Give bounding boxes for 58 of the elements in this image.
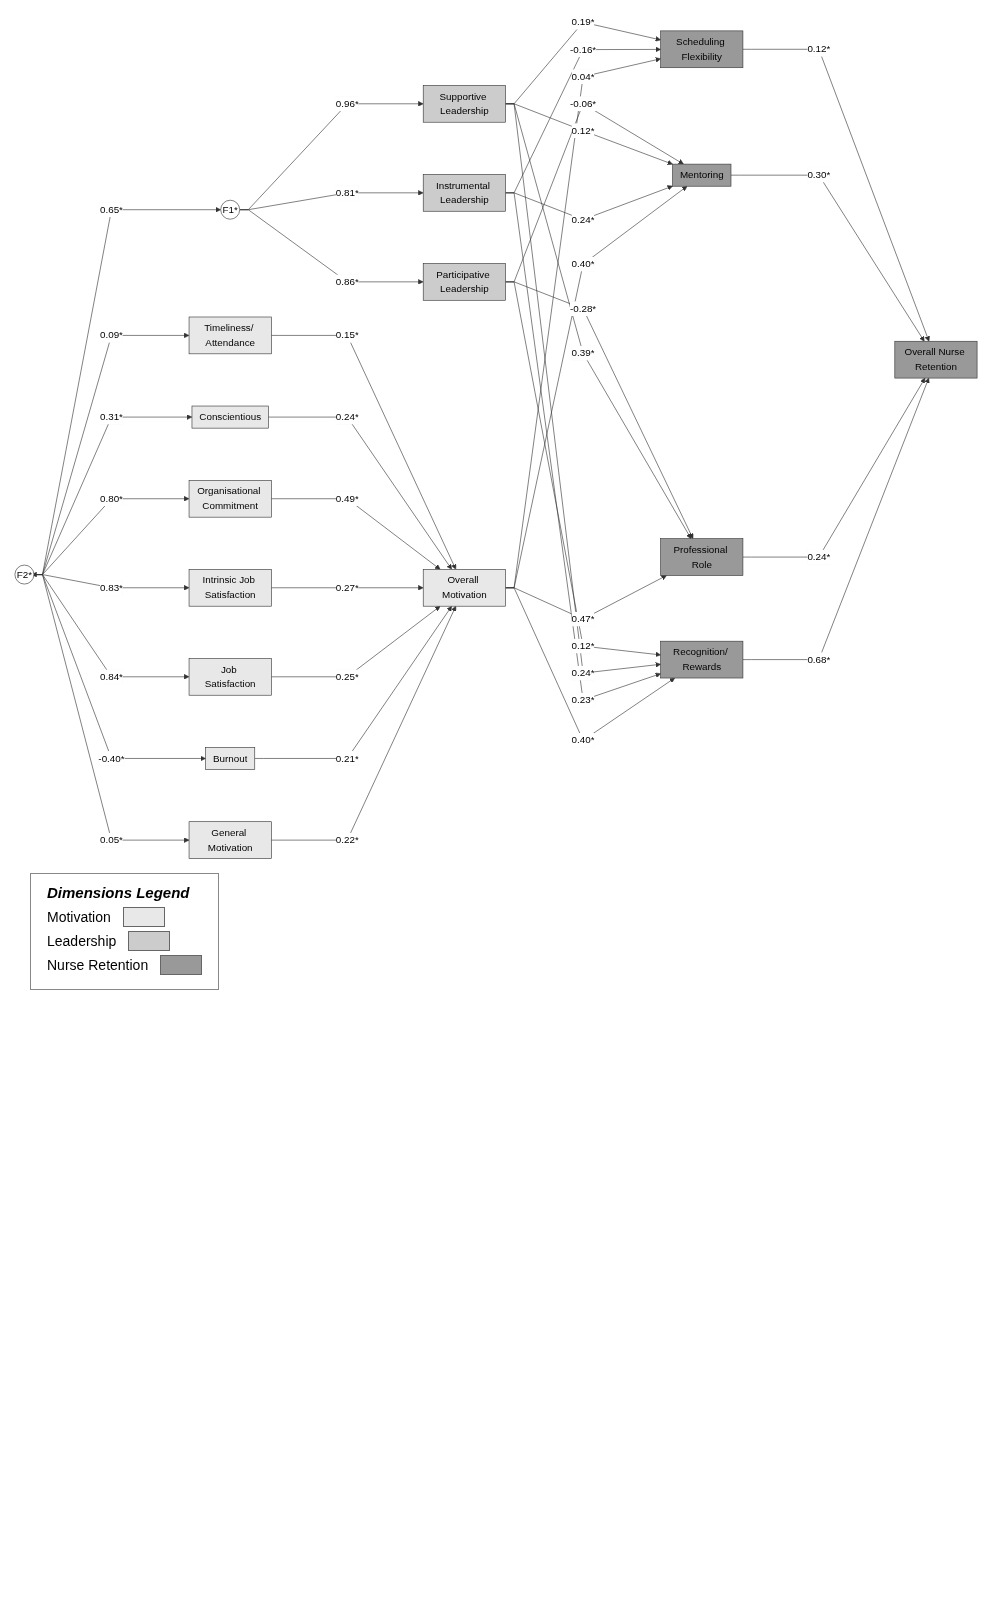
edge-label: 0.40* <box>571 258 595 270</box>
edge-label: 0.25* <box>335 671 359 682</box>
edge-label: 0.81* <box>335 187 359 198</box>
legend-label: Motivation <box>47 909 111 926</box>
edge-label: 0.15* <box>335 329 359 341</box>
node-box: Burnout <box>205 747 256 770</box>
edge-label: 0.12* <box>571 125 595 136</box>
legend-label: Leadership <box>47 933 117 950</box>
edge-label: 0.80* <box>100 493 123 504</box>
edge-label: 0.40* <box>571 734 595 746</box>
edge-label: -0.16* <box>569 44 597 55</box>
edge-label: 0.27* <box>335 582 359 593</box>
node-box: Scheduling Flexibility <box>660 30 744 69</box>
edge-label: 0.47* <box>571 613 595 624</box>
edge-label: 0.49* <box>335 493 359 504</box>
legend-title: Dimensions Legend <box>47 884 191 902</box>
node-box: Mentoring <box>672 163 732 187</box>
edge-label: 0.96* <box>335 98 359 109</box>
node-box: Intrinsic Job Satisfaction <box>188 569 272 607</box>
edge-label: 0.05* <box>100 834 123 846</box>
edge-label: 0.65* <box>100 204 123 215</box>
edge-label: 0.21* <box>335 752 359 764</box>
edge-label: 0.19* <box>571 16 595 28</box>
edge-label: 0.24* <box>335 411 359 422</box>
edge-label: 0.24* <box>807 551 831 562</box>
edge-label: 0.83* <box>100 582 123 593</box>
edge-label: -0.40* <box>98 752 125 764</box>
node-box: Participative Leadership <box>422 263 506 301</box>
edge-label: 0.12* <box>571 640 595 652</box>
node-box: Recognition/ Rewards <box>660 640 744 679</box>
node-box: Timeliness/ Attendance <box>188 316 272 355</box>
node-circle: F2* <box>14 564 35 585</box>
edge-label: 0.86* <box>335 276 359 287</box>
node-box: Overall Motivation <box>422 569 506 607</box>
node-box: Conscientious <box>191 405 269 429</box>
node-box: Organisational Commitment <box>188 480 272 518</box>
legend-label: Nurse Retention <box>47 957 149 974</box>
edge-label: 0.09* <box>100 329 123 341</box>
node-box: Instrumental Leadership <box>422 174 506 212</box>
node-box: Professional Role <box>660 538 744 576</box>
edge-label: 0.22* <box>335 834 359 846</box>
edge-label: 0.12* <box>807 43 831 55</box>
node-box: Overall Nurse Retention <box>894 340 978 379</box>
node-box: Supportive Leadership <box>422 85 506 123</box>
edge-label: -0.06* <box>569 98 597 109</box>
edge-label: 0.23* <box>571 694 595 706</box>
edge-label: 0.30* <box>807 169 831 181</box>
node-box: General Motivation <box>188 821 272 859</box>
edge-label: 0.24* <box>571 667 595 679</box>
edge-label: -0.28* <box>569 303 597 314</box>
node-circle: F1* <box>220 199 240 220</box>
edge-label: 0.31* <box>100 411 123 422</box>
edge-label: 0.39* <box>571 347 595 359</box>
edge-label: 0.04* <box>571 71 595 82</box>
edge-label: 0.68* <box>807 654 831 665</box>
node-box: Job Satisfaction <box>188 658 272 696</box>
edge-label: 0.84* <box>100 671 123 682</box>
edge-label: 0.24* <box>571 214 595 225</box>
